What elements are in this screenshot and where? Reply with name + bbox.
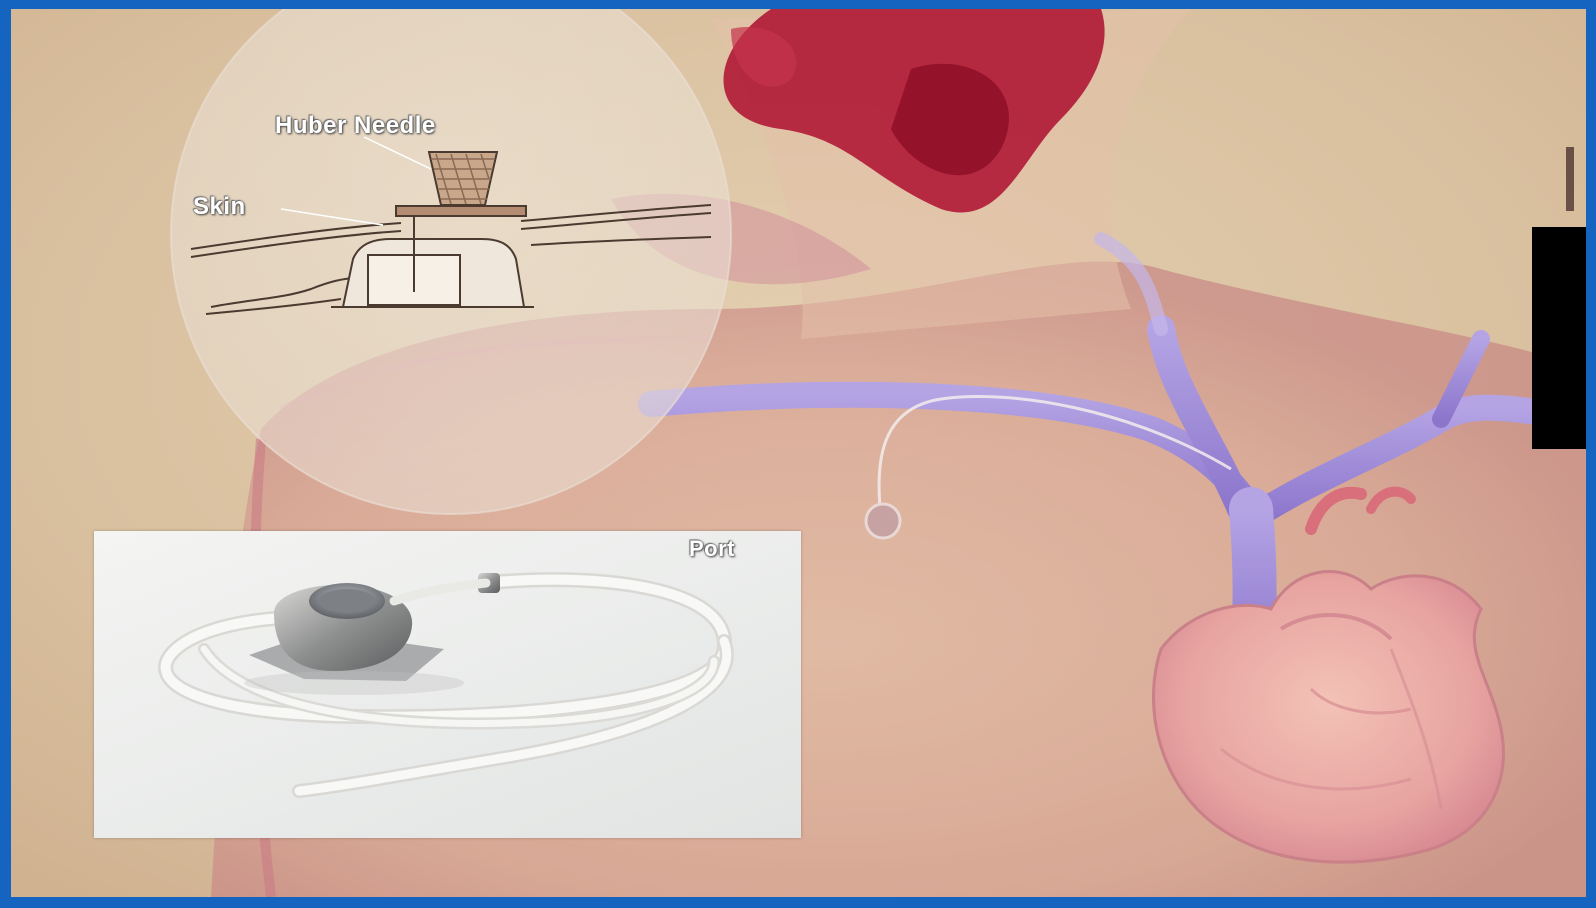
port-photo-inset xyxy=(94,531,801,838)
skin-label: Skin xyxy=(193,193,246,221)
port-device-photo xyxy=(94,531,801,838)
huber-needle-label: Huber Needle xyxy=(275,112,436,140)
medical-illustration: Huber Needle Skin xyxy=(11,9,1586,897)
black-bar xyxy=(1532,227,1586,449)
dark-mark xyxy=(1566,147,1574,211)
port-label: Port xyxy=(689,536,735,562)
